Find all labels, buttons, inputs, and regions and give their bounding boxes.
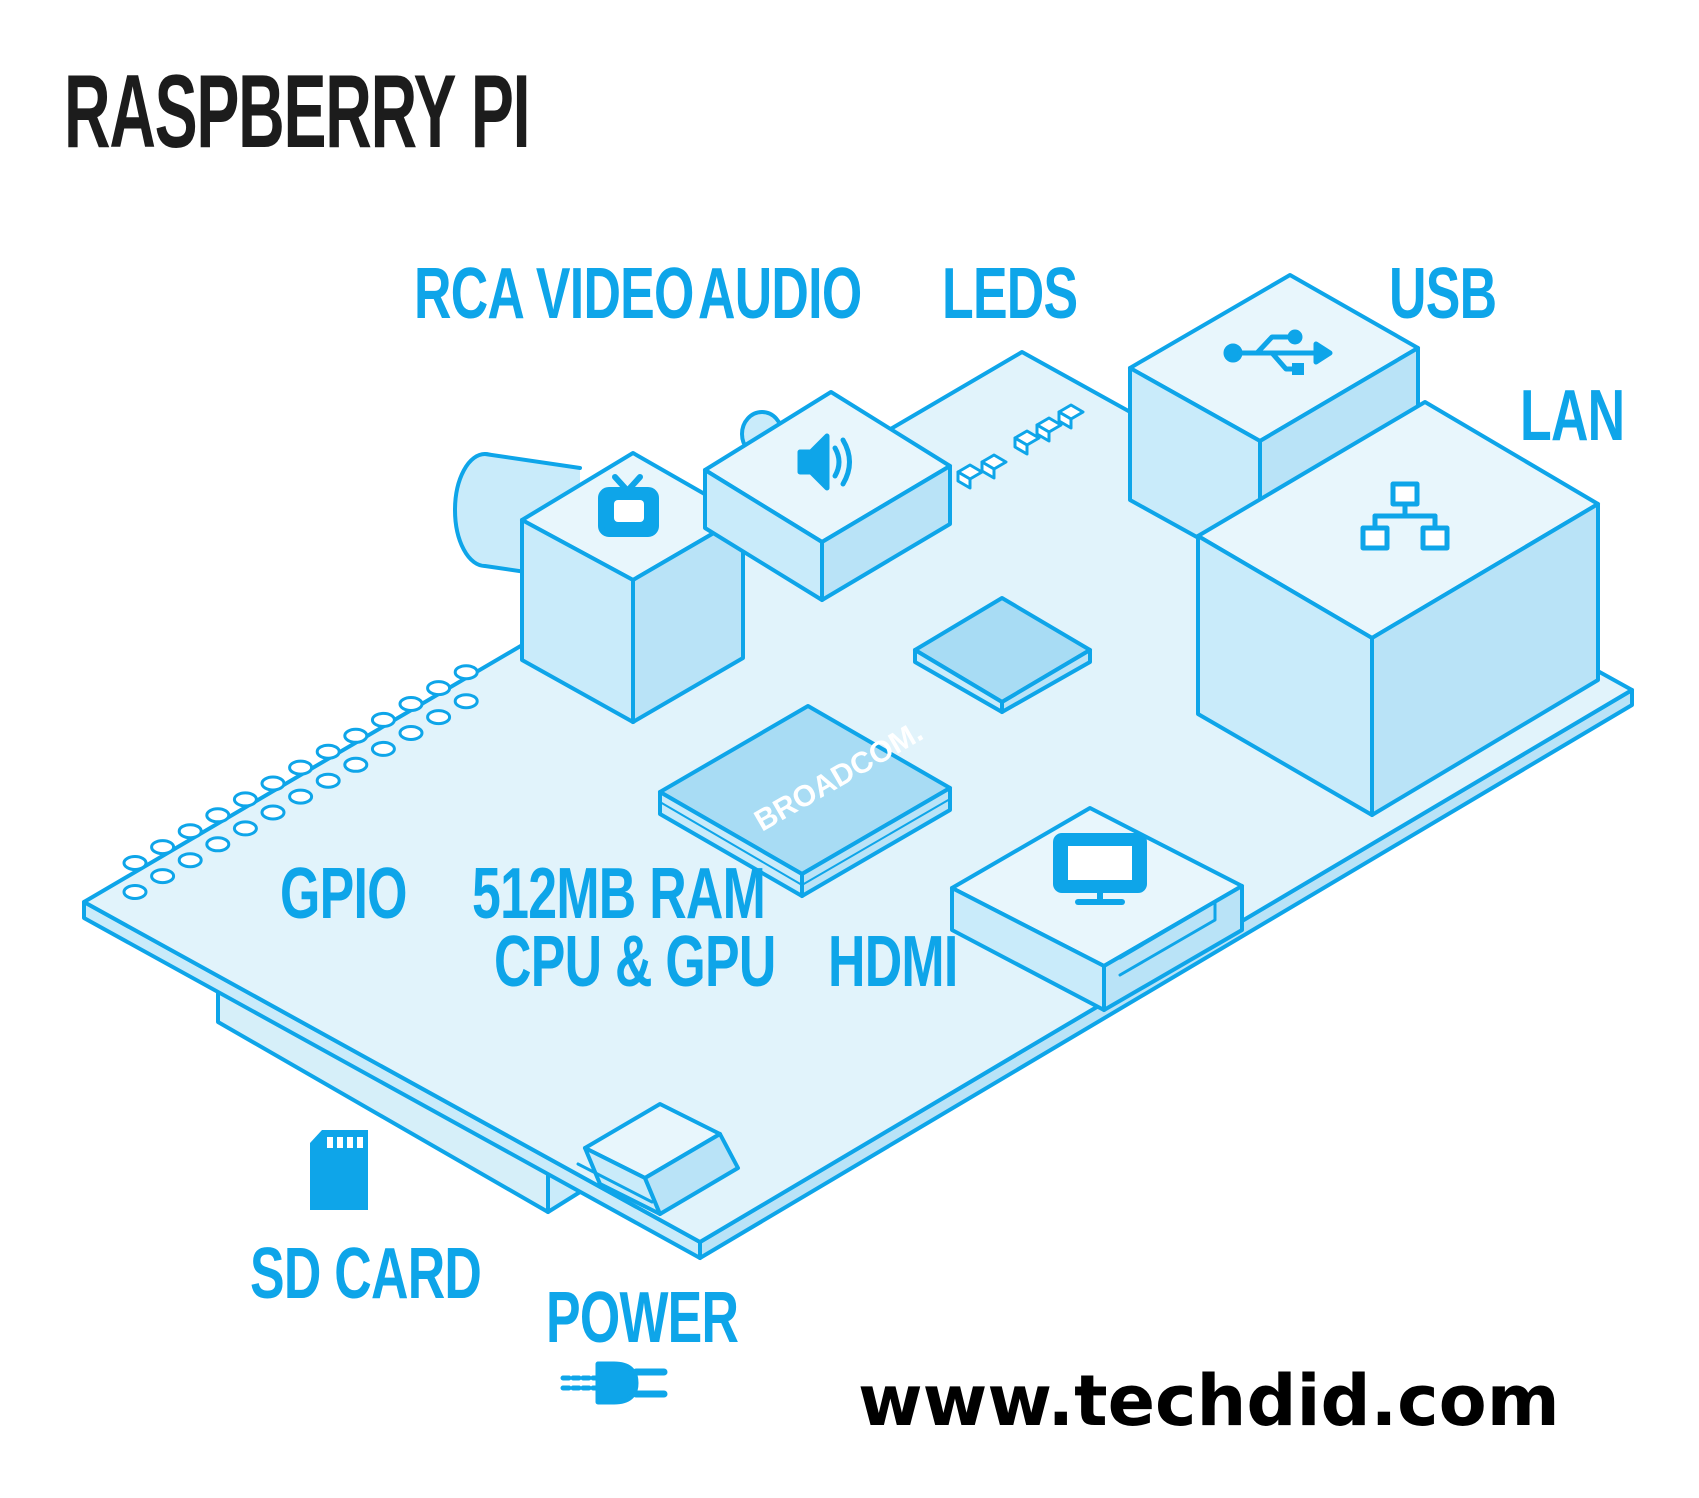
gpio-pin <box>260 804 286 821</box>
gpio-pin <box>315 772 341 789</box>
gpio-pin <box>122 884 148 900</box>
gpio-pin <box>398 696 424 712</box>
label-lan: LAN <box>1520 376 1625 456</box>
gpio-pin <box>426 709 452 726</box>
gpio-pin <box>205 807 231 824</box>
gpio-pin <box>288 788 314 805</box>
label-rca-video: RCA VIDEO <box>414 254 694 334</box>
gpio-pin <box>205 836 231 853</box>
gpio-pin <box>398 725 424 741</box>
gpio-pin <box>122 855 148 871</box>
status-leds <box>956 403 1085 490</box>
label-ram-line1: 512MB RAM <box>472 854 766 934</box>
label-ram-line2: CPU & GPU <box>494 922 776 1002</box>
monitor-icon <box>1053 833 1147 905</box>
label-usb: USB <box>1389 254 1497 334</box>
gpio-pin <box>315 743 341 760</box>
speaker-icon <box>797 433 852 491</box>
broadcom-soc-chip <box>658 704 952 898</box>
label-audio: AUDIO <box>698 254 862 334</box>
website-url: www.techdid.com <box>858 1360 1560 1442</box>
power-plug-icon <box>560 1361 668 1405</box>
gpio-pin <box>343 727 369 744</box>
lan-port <box>1196 400 1600 817</box>
gpio-pin <box>232 791 258 808</box>
tv-icon <box>598 474 659 537</box>
gpio-pin <box>232 820 258 837</box>
gpio-pin <box>453 693 479 710</box>
label-leds: LEDS <box>942 254 1078 334</box>
network-icon <box>1360 481 1450 551</box>
gpio-pin <box>150 868 176 885</box>
gpio-pin <box>343 756 369 773</box>
gpio-pin <box>260 775 286 792</box>
label-power: POWER <box>546 1278 739 1358</box>
label-sd-card: SD CARD <box>250 1234 482 1314</box>
gpio-pin <box>177 852 203 869</box>
rca-video-jack <box>453 451 745 724</box>
gpio-pin <box>453 664 479 681</box>
gpio-pin <box>426 680 452 697</box>
power-port <box>576 1102 740 1216</box>
label-hdmi: HDMI <box>828 922 958 1002</box>
usb-icon <box>1223 329 1333 375</box>
page-title: RASPBERRY PI <box>64 54 531 170</box>
small-chip <box>913 596 1092 714</box>
gpio-pin <box>150 839 176 856</box>
gpio-pin <box>370 711 396 728</box>
gpio-pin <box>370 740 396 757</box>
gpio-pins <box>122 664 479 900</box>
label-gpio: GPIO <box>280 854 407 934</box>
sd-card-icon <box>310 1130 368 1210</box>
gpio-pin <box>177 823 203 840</box>
gpio-pin <box>288 759 314 776</box>
